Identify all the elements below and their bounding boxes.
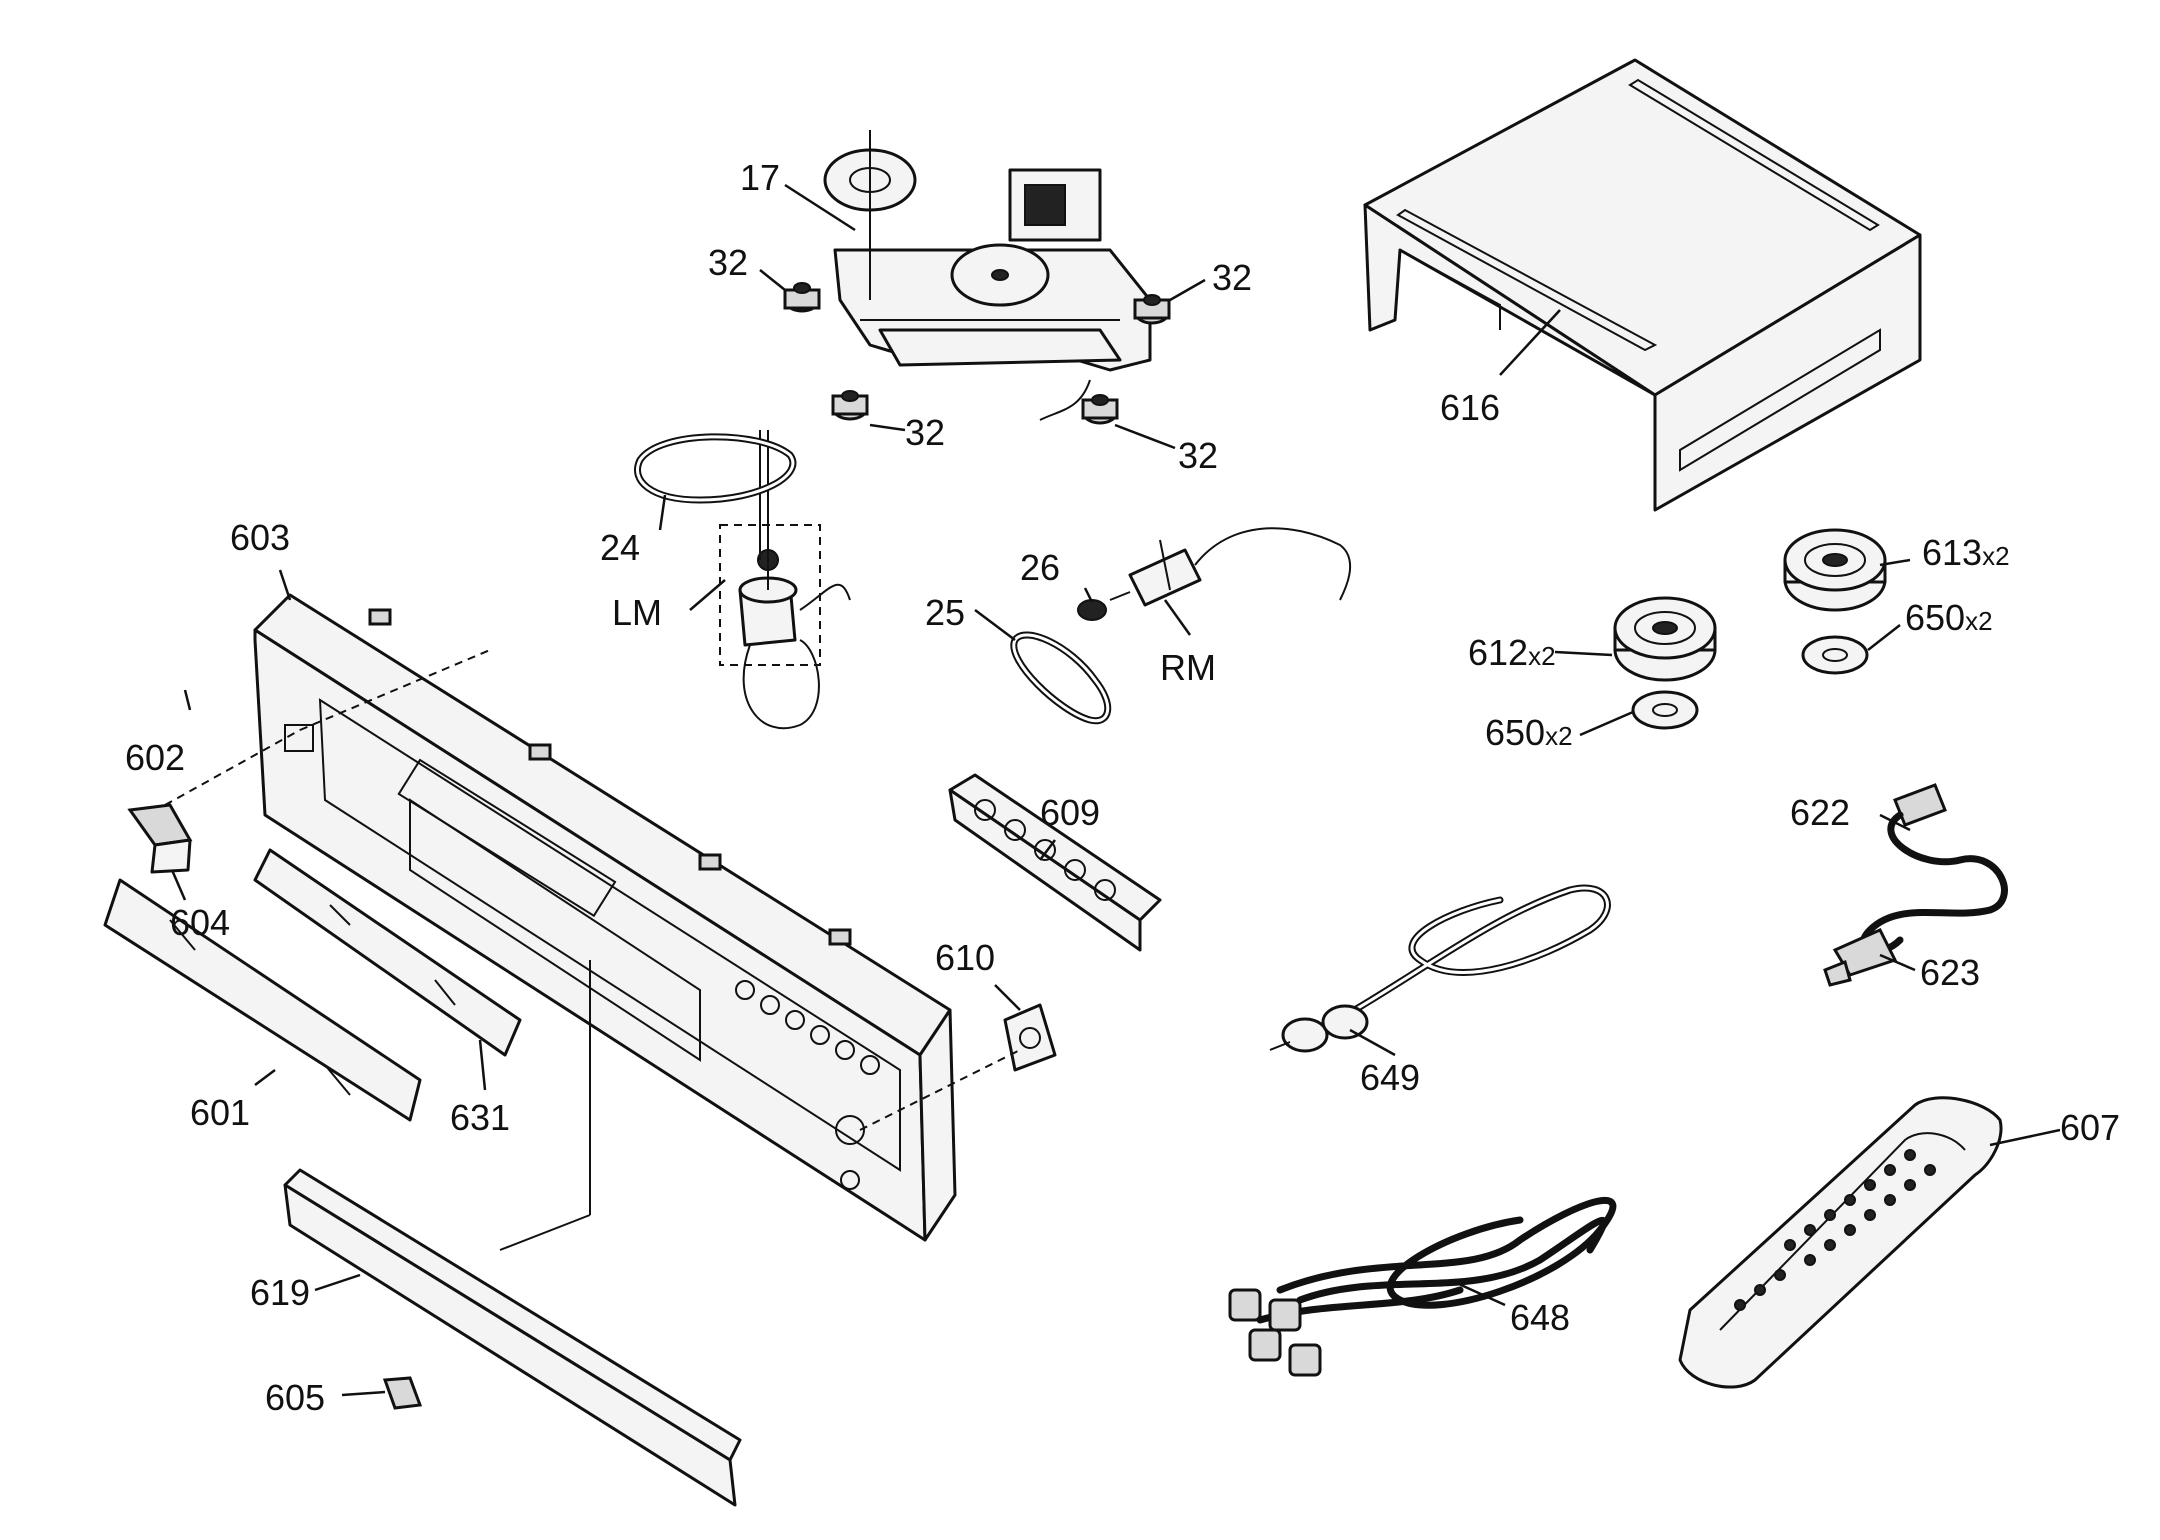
label-32-left: 32 — [708, 242, 748, 283]
label-32-right: 32 — [1212, 257, 1252, 298]
label-613: 613x2 — [1922, 532, 2010, 573]
remote-button-grid — [1734, 1149, 1936, 1311]
foot-612 — [1613, 596, 1717, 682]
badge-605 — [382, 1376, 423, 1410]
label-609: 609 — [1040, 792, 1100, 833]
insulator-32-right — [1133, 294, 1171, 325]
button-holder-610 — [1003, 1003, 1057, 1072]
label-616: 616 — [1440, 387, 1500, 428]
label-17: 17 — [740, 157, 780, 198]
power-button-604 — [127, 803, 193, 874]
pad-650-lower — [1631, 690, 1699, 730]
label-rm: RM — [1160, 647, 1216, 688]
label-612: 612x2 — [1468, 632, 1556, 673]
label-650-upper: 650x2 — [1905, 597, 1993, 638]
label-631: 631 — [450, 1097, 510, 1138]
loading-motor — [719, 430, 851, 730]
insulator-32-left — [783, 282, 821, 313]
button-holder-609 — [948, 773, 1162, 952]
belt-24 — [634, 433, 797, 504]
belt-25 — [1010, 631, 1112, 725]
disc-tray-door-619 — [283, 1168, 742, 1507]
top-cover — [1363, 58, 1922, 512]
label-604: 604 — [170, 902, 230, 943]
label-649: 649 — [1360, 1057, 1420, 1098]
display-window-601 — [103, 878, 422, 1122]
label-622: 622 — [1790, 792, 1850, 833]
power-cord — [1823, 783, 2008, 987]
label-623: 623 — [1920, 952, 1980, 993]
label-610: 610 — [935, 937, 995, 978]
leader-lines — [170, 183, 2061, 1397]
label-607: 607 — [2060, 1107, 2120, 1148]
label-25: 25 — [925, 592, 965, 633]
remote-control-607 — [1678, 1096, 2003, 1389]
label-32-front-right: 32 — [1178, 435, 1218, 476]
label-602: 602 — [125, 737, 185, 778]
display-window-631 — [253, 848, 522, 1057]
insulator-32-front-left — [831, 390, 869, 421]
label-605: 605 — [265, 1377, 325, 1418]
cd-mechanism — [823, 130, 1152, 421]
pulley-26 — [1077, 599, 1107, 621]
av-cable-648 — [1228, 1196, 1617, 1377]
label-32-front-left: 32 — [905, 412, 945, 453]
label-619: 619 — [250, 1272, 310, 1313]
front-panel — [253, 593, 957, 1242]
label-601: 601 — [190, 1092, 250, 1133]
insulator-32-front-right — [1081, 394, 1119, 425]
pad-650-upper — [1801, 635, 1869, 675]
rm-motor — [1109, 527, 1351, 607]
av-cable-649 — [1269, 884, 1611, 1053]
label-650-lower: 650x2 — [1485, 712, 1573, 753]
label-lm: LM — [612, 592, 662, 633]
foot-613 — [1783, 528, 1887, 612]
label-603: 603 — [230, 517, 290, 558]
label-26: 26 — [1020, 547, 1060, 588]
label-648: 648 — [1510, 1297, 1570, 1338]
label-24: 24 — [600, 527, 640, 568]
